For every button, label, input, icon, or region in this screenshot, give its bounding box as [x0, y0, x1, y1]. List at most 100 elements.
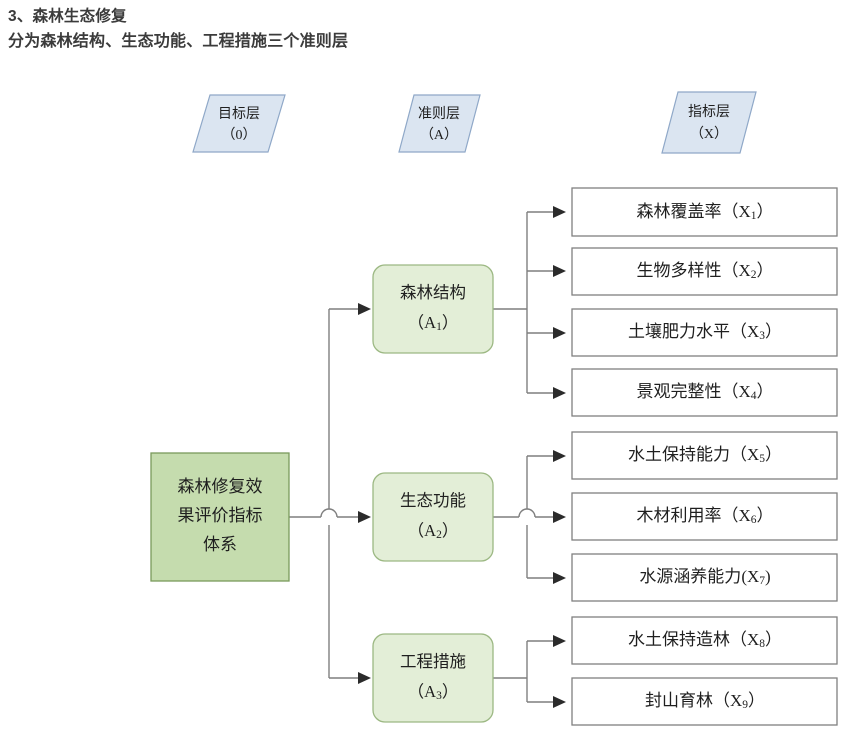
arrowhead-x7 [553, 572, 566, 584]
indicator-node-x2-shape [571, 247, 838, 296]
arrowhead-x2 [553, 265, 566, 277]
indicator-node-x7-name: 水源涵养能力 [639, 567, 741, 586]
indicator-node-x5-shape [571, 431, 838, 480]
indicator-node-x9-shape [571, 677, 838, 726]
indicator-node-x4[interactable]: 景观完整性（X4） [571, 368, 838, 417]
indicator-node-x7[interactable]: 水源涵养能力(X7) [571, 553, 838, 602]
indicator-node-x7-code-prefix: (X [741, 567, 759, 586]
arrowhead-x6 [553, 511, 566, 523]
criteria-node-a2-name: 生态功能 [400, 491, 466, 510]
indicator-node-x8-code-prefix: （X [730, 630, 759, 649]
indicator-node-x5[interactable]: 水土保持能力（X5） [571, 431, 838, 480]
indicator-node-x9-name: 封山育林 [645, 691, 713, 710]
arrowhead-x8 [553, 635, 566, 647]
indicator-node-x4-code-prefix: （X [721, 382, 750, 401]
goal-layer-tag-line1: 目标层 [218, 106, 260, 122]
arrowhead-a2 [358, 511, 371, 523]
heading-block: 3、森林生态修复 分为森林结构、生态功能、工程措施三个准则层 [8, 4, 828, 54]
indicator-node-x8[interactable]: 水土保持造林（X8） [571, 616, 838, 665]
criteria-node-a2-code-prefix: （A [408, 521, 437, 540]
indicator-node-x7-code-sub: 7 [759, 575, 765, 587]
indicator-node-x1[interactable]: 森林覆盖率（X1） [571, 187, 838, 237]
indicator-node-x8-code-suffix: ） [765, 630, 782, 649]
criteria-node-a3[interactable]: 工程措施 （A3） [372, 633, 494, 723]
indicator-node-x3[interactable]: 土壤肥力水平（X3） [571, 308, 838, 357]
indicator-node-x2[interactable]: 生物多样性（X2） [571, 247, 838, 296]
indicator-node-x9-code-suffix: ） [748, 691, 765, 710]
indicator-node-x4-shape [571, 368, 838, 417]
criteria-node-a1[interactable]: 森林结构 （A1） [372, 264, 494, 354]
indicator-node-x6-code-sub: 6 [751, 514, 757, 526]
hierarchy-diagram: 目标层 （0） 准则层 （A） 指标层 （X） 森林修复效 果评价指标 体系 [0, 60, 850, 745]
indicator-node-x9-label: 封山育林（X9） [645, 691, 765, 711]
criteria-layer-tag[interactable]: 准则层 （A） [398, 94, 481, 153]
indicator-node-x6-shape [571, 492, 838, 541]
indicator-node-x2-code-sub: 2 [751, 269, 757, 281]
indicator-node-x4-label: 景观完整性（X4） [636, 382, 773, 402]
indicator-node-x6-code-suffix: ） [757, 506, 774, 525]
indicator-node-x1-shape [571, 187, 838, 237]
indicator-layer-tag-shape [661, 91, 757, 154]
criteria-node-a2-code-sub: 2 [436, 529, 442, 541]
indicator-node-x5-code-sub: 5 [759, 453, 765, 465]
indicator-node-x8-name: 水土保持造林 [628, 630, 730, 649]
indicator-node-x6-code-prefix: （X [721, 506, 750, 525]
criteria-layer-tag-line1: 准则层 [418, 106, 460, 122]
criteria-node-a3-shape [372, 633, 494, 723]
indicator-node-x4-code-suffix: ） [757, 382, 774, 401]
criteria-node-a1-code-suffix: ） [442, 313, 459, 332]
indicator-node-x7-label: 水源涵养能力(X7) [639, 567, 770, 587]
heading-line-1: 3、森林生态修复 [8, 8, 127, 25]
indicator-node-x2-code-suffix: ） [757, 261, 774, 280]
indicator-node-x6[interactable]: 木材利用率（X6） [571, 492, 838, 541]
arrowhead-x5 [553, 450, 566, 462]
criteria-node-a2[interactable]: 生态功能 （A2） [372, 472, 494, 562]
criteria-layer-tag-line2: （A） [420, 127, 458, 143]
indicator-layer-tag-line1: 指标层 [688, 104, 730, 120]
indicator-node-x9[interactable]: 封山育林（X9） [571, 677, 838, 726]
arrowhead-a3 [358, 672, 371, 684]
indicator-node-x3-name: 土壤肥力水平 [628, 321, 730, 341]
indicator-node-x2-name: 生物多样性 [636, 261, 721, 280]
criteria-node-a1-code: （A1） [408, 313, 459, 333]
root-node-line1: 森林修复效 [178, 477, 263, 496]
indicator-node-x4-code-sub: 4 [751, 390, 757, 402]
criteria-layer-tag-shape [398, 94, 481, 153]
arrowhead-x9 [553, 696, 566, 708]
indicator-node-x3-shape [571, 308, 838, 357]
indicator-node-x8-shape [571, 616, 838, 665]
indicator-node-x5-label: 水土保持能力（X5） [628, 445, 782, 465]
connector-root-hop-arc [320, 508, 338, 518]
heading-line-2: 分为森林结构、生态功能、工程措施三个准则层 [8, 33, 349, 50]
criteria-node-a3-code-prefix: （A [408, 682, 437, 701]
criteria-node-a1-shape [372, 264, 494, 354]
indicator-node-x2-code-prefix: （X [721, 261, 750, 280]
root-node-line2: 果评价指标 [178, 506, 263, 525]
indicator-node-x9-code-sub: 9 [742, 699, 748, 711]
indicator-node-x1-code-suffix: ） [757, 202, 774, 221]
indicator-node-x1-label: 森林覆盖率（X1） [636, 202, 773, 222]
indicator-layer-tag[interactable]: 指标层 （X） [661, 91, 757, 154]
indicator-node-x3-code-suffix: ） [765, 322, 782, 341]
indicator-node-x2-label: 生物多样性（X2） [636, 261, 773, 281]
indicator-node-x1-code-prefix: （X [721, 202, 750, 221]
arrowhead-x3 [553, 327, 566, 339]
indicator-node-x6-name: 木材利用率 [636, 506, 721, 525]
criteria-node-a1-code-sub: 1 [436, 321, 442, 333]
indicator-node-x3-label: 土壤肥力水平（X3） [628, 321, 782, 342]
indicator-node-x5-code-prefix: （X [730, 445, 759, 464]
goal-layer-tag[interactable]: 目标层 （0） [192, 94, 286, 153]
criteria-node-a1-code-prefix: （A [408, 313, 437, 332]
criteria-node-a2-shape [372, 472, 494, 562]
criteria-node-a3-code: （A3） [408, 682, 459, 702]
criteria-node-a2-code: （A2） [408, 521, 459, 541]
criteria-node-a3-code-suffix: ） [442, 682, 459, 701]
indicator-node-x1-code-sub: 1 [751, 210, 757, 222]
indicator-node-x3-code-sub: 3 [759, 330, 765, 342]
goal-layer-tag-shape [192, 94, 286, 153]
indicator-node-x1-name: 森林覆盖率 [636, 202, 721, 221]
indicator-node-x9-code-prefix: （X [713, 691, 742, 710]
indicator-node-x6-label: 木材利用率（X6） [636, 506, 773, 526]
root-node[interactable]: 森林修复效 果评价指标 体系 [150, 452, 290, 582]
arrowhead-x1 [553, 206, 566, 218]
